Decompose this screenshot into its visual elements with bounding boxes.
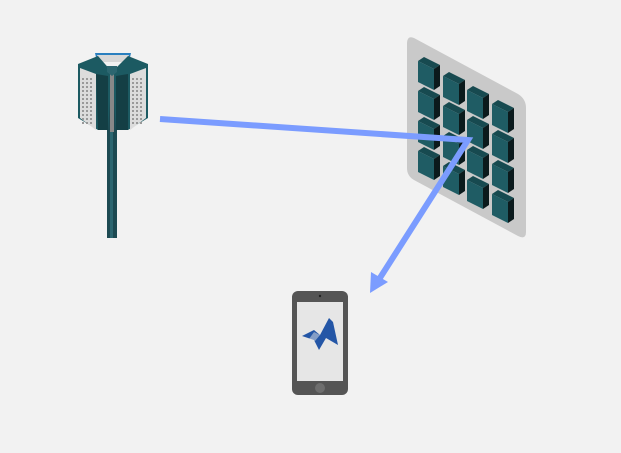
tower-window bbox=[132, 90, 134, 92]
ris-element bbox=[492, 160, 514, 193]
tower-window bbox=[132, 106, 134, 108]
tower-window bbox=[82, 86, 84, 88]
tower-window bbox=[86, 90, 88, 92]
tower-window bbox=[82, 94, 84, 96]
tower-window bbox=[90, 98, 92, 100]
tower-window bbox=[140, 122, 142, 124]
tower-window bbox=[136, 94, 138, 96]
tower-window bbox=[90, 78, 92, 80]
tower-window bbox=[90, 114, 92, 116]
tower-window bbox=[90, 90, 92, 92]
tower-window bbox=[136, 110, 138, 112]
tower-window bbox=[132, 86, 134, 88]
tower-window bbox=[86, 102, 88, 104]
tower-window bbox=[86, 94, 88, 96]
ris-element bbox=[467, 86, 489, 119]
tower-window bbox=[140, 98, 142, 100]
ris-element bbox=[418, 147, 440, 180]
ris-element bbox=[443, 72, 465, 105]
tower-window bbox=[86, 118, 88, 120]
tower-window bbox=[132, 102, 134, 104]
tower-window bbox=[140, 110, 142, 112]
tower-window bbox=[136, 90, 138, 92]
tower-window bbox=[132, 118, 134, 120]
tower-window bbox=[132, 110, 134, 112]
tower-window bbox=[86, 86, 88, 88]
tower-window bbox=[140, 102, 142, 104]
tower-window bbox=[140, 86, 142, 88]
tower-window bbox=[136, 106, 138, 108]
ris-element bbox=[467, 116, 489, 149]
ris-element bbox=[418, 57, 440, 90]
tower-window bbox=[90, 122, 92, 124]
ris-element bbox=[492, 100, 514, 133]
tower-window bbox=[90, 106, 92, 108]
tower-window bbox=[136, 122, 138, 124]
tower-window bbox=[82, 114, 84, 116]
tower-window bbox=[140, 94, 142, 96]
tower-window bbox=[132, 98, 134, 100]
tower-window bbox=[82, 78, 84, 80]
tower-window bbox=[82, 102, 84, 104]
tower-window bbox=[132, 78, 134, 80]
ris-element bbox=[492, 130, 514, 163]
ris-element bbox=[467, 146, 489, 179]
tower-window bbox=[132, 82, 134, 84]
beam-path bbox=[159, 116, 474, 293]
tower-window bbox=[86, 82, 88, 84]
tower-window bbox=[140, 114, 142, 116]
tower-window bbox=[140, 118, 142, 120]
tower-window bbox=[136, 98, 138, 100]
tower-window bbox=[140, 90, 142, 92]
tower-window bbox=[90, 118, 92, 120]
tower-window bbox=[82, 110, 84, 112]
tower-window bbox=[136, 114, 138, 116]
tower-window bbox=[140, 106, 142, 108]
tower-window bbox=[140, 78, 142, 80]
tower-window bbox=[86, 106, 88, 108]
tower-window bbox=[132, 114, 134, 116]
ris-element bbox=[418, 87, 440, 120]
tower-window bbox=[90, 82, 92, 84]
tower-window bbox=[86, 122, 88, 124]
tower-window bbox=[82, 90, 84, 92]
tower-window bbox=[82, 106, 84, 108]
tower-window bbox=[86, 110, 88, 112]
tower-window bbox=[90, 86, 92, 88]
smartphone-icon bbox=[292, 291, 348, 395]
tower-window bbox=[82, 98, 84, 100]
tower-window bbox=[132, 122, 134, 124]
tower-window bbox=[82, 82, 84, 84]
matlab-logo-icon bbox=[302, 318, 338, 350]
ris-element bbox=[443, 102, 465, 135]
tower-window bbox=[140, 82, 142, 84]
tower-window bbox=[136, 78, 138, 80]
tower-window bbox=[90, 110, 92, 112]
tower-window bbox=[136, 86, 138, 88]
tower-window bbox=[136, 118, 138, 120]
tower-window bbox=[90, 94, 92, 96]
tower-window bbox=[136, 102, 138, 104]
ris-element bbox=[467, 176, 489, 209]
tower-window bbox=[82, 118, 84, 120]
cell-tower-icon bbox=[78, 53, 148, 238]
tower-window bbox=[82, 122, 84, 124]
ris-element bbox=[492, 190, 514, 223]
tower-window bbox=[132, 94, 134, 96]
arrowhead-icon bbox=[370, 272, 388, 293]
tower-window bbox=[86, 78, 88, 80]
tower-window bbox=[136, 82, 138, 84]
tower-window bbox=[86, 98, 88, 100]
tower-window bbox=[90, 102, 92, 104]
tower-window bbox=[86, 114, 88, 116]
